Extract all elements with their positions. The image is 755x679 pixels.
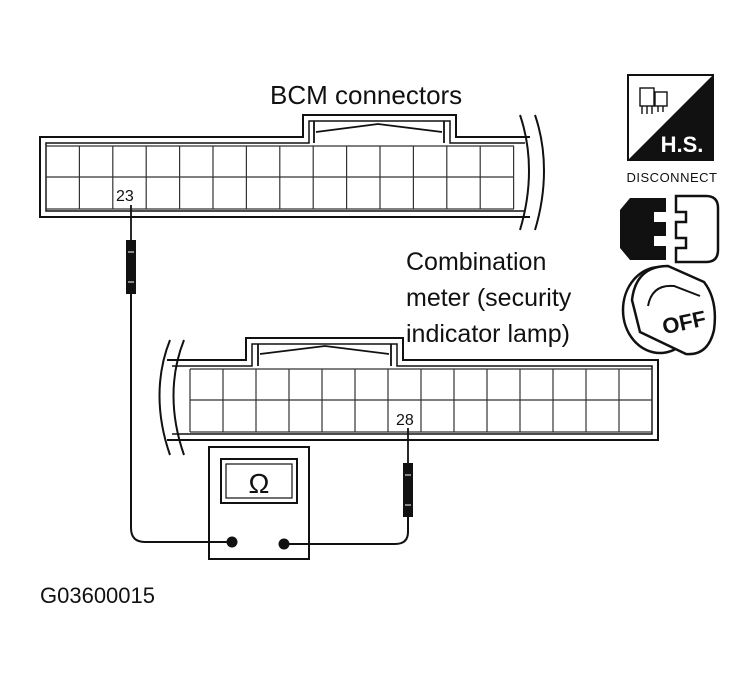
combination-meter-label-line1: Combination <box>406 248 546 276</box>
ignition-key-icon: OFF <box>621 264 717 356</box>
bcm-connector: 23 <box>39 114 545 231</box>
harness-side-icon <box>639 87 668 114</box>
connector-disconnect-icon <box>620 194 720 264</box>
meter-terminal-left <box>226 536 238 548</box>
bcm-pin-grid <box>45 145 515 210</box>
right-probe <box>284 428 413 545</box>
combination-meter-label-line3: indicator lamp) <box>406 320 570 348</box>
combination-meter-connector: 28 <box>158 337 659 456</box>
meter-terminal-right <box>278 538 290 550</box>
pin-28-label: 28 <box>396 412 414 429</box>
combination-meter-label-line2: meter (security <box>406 284 572 312</box>
left-probe <box>126 205 232 543</box>
figure-id: G03600015 <box>40 583 155 608</box>
disconnect-label: DISCONNECT <box>627 170 718 185</box>
hs-badge: H.S. <box>627 74 714 161</box>
combination-pin-grid <box>189 368 653 433</box>
ohm-symbol: Ω <box>249 468 270 499</box>
pin-23-label: 23 <box>116 188 134 205</box>
ohmmeter: Ω <box>208 446 310 560</box>
bcm-title: BCM connectors <box>270 80 462 110</box>
hs-badge-text: H.S. <box>661 132 704 157</box>
